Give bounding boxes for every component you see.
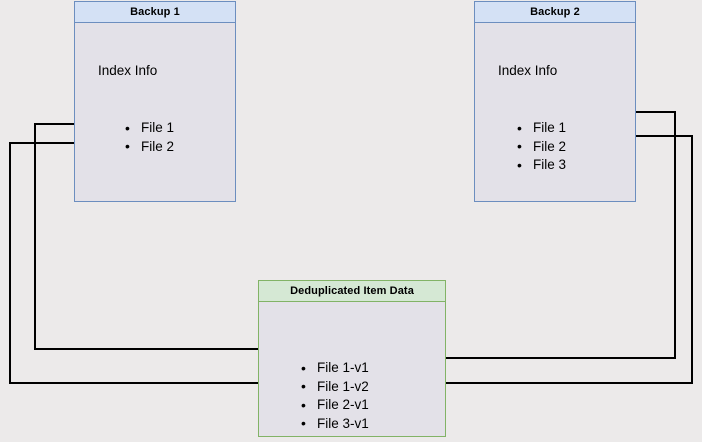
node-backup2-header: Backup 2 [475, 2, 635, 23]
list-item: File 1-v1 [300, 359, 369, 378]
list-item: File 1-v2 [300, 377, 369, 397]
node-backup1-header: Backup 1 [75, 2, 235, 23]
node-backup1[interactable]: Backup 1 Index Info File 1 File 2 [74, 1, 236, 202]
node-backup1-section-label: Index Info [98, 63, 158, 78]
node-backup2-file-list: File 1 File 2 File 3 [516, 119, 566, 175]
list-item: File 1 [516, 119, 566, 138]
list-item: File 2 [124, 137, 174, 157]
node-dedup-body: File 1-v1 File 1-v2 File 2-v1 File 3-v1 [259, 302, 445, 436]
node-backup2[interactable]: Backup 2 Index Info File 1 File 2 File 3 [474, 1, 636, 202]
node-backup2-body: Index Info File 1 File 2 File 3 [475, 23, 635, 201]
list-item: File 2-v1 [300, 396, 369, 415]
node-deduplicated-item-data[interactable]: Deduplicated Item Data File 1-v1 File 1-… [258, 280, 446, 437]
node-dedup-file-list: File 1-v1 File 1-v2 File 2-v1 File 3-v1 [300, 359, 369, 433]
list-item: File 1 [124, 119, 174, 138]
node-backup1-body: Index Info File 1 File 2 [75, 23, 235, 201]
list-item: File 3 [516, 156, 566, 175]
node-dedup-header: Deduplicated Item Data [259, 281, 445, 302]
list-item: File 2 [516, 137, 566, 157]
list-item: File 3-v1 [300, 414, 369, 434]
node-backup2-section-label: Index Info [498, 63, 558, 78]
node-backup1-file-list: File 1 File 2 [124, 119, 174, 156]
